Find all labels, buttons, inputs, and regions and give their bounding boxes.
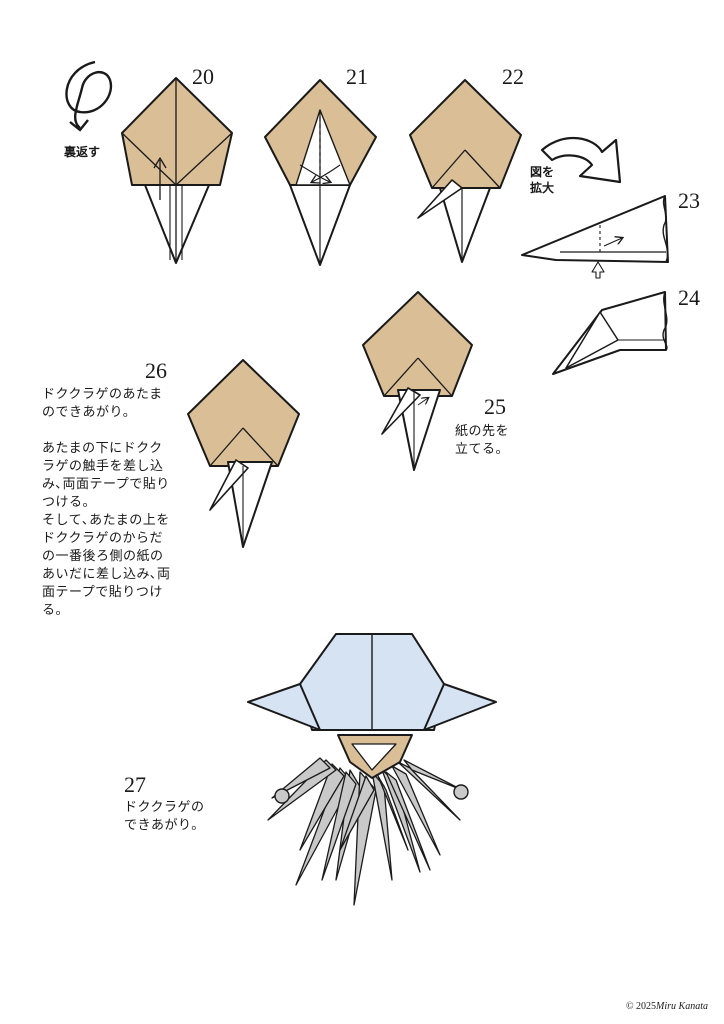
enlarge-label: 図を 拡大 [530, 165, 555, 195]
step-22-figure [409, 79, 522, 263]
step-number-22: 22 [502, 64, 524, 89]
step-26-instruction: ドククラゲのあたま のできあがり。 あたまの下にドクク ラゲの触手を差し込 み､… [42, 387, 171, 618]
step-20-figure [121, 77, 233, 264]
copyright: © 2025Miru Kanata [625, 1001, 708, 1012]
tentacles [267, 757, 463, 906]
step-number-27: 27 [124, 772, 146, 797]
step-25-figure [362, 291, 473, 471]
step-25-instruction: 紙の先を 立てる。 [455, 424, 510, 457]
turn-over-label: 裏返す [64, 145, 101, 159]
step-27-figure [247, 633, 497, 906]
step-number-25: 25 [484, 394, 506, 419]
enlarge-arrow-icon [540, 136, 622, 184]
step-24-figure [552, 291, 668, 375]
step-21-figure [264, 79, 377, 266]
step-27-instruction: ドククラゲの できあがり。 [124, 800, 205, 833]
step-26-figure [187, 359, 300, 548]
step-number-21: 21 [346, 64, 368, 89]
step-number-20: 20 [192, 64, 214, 89]
turn-over-arrow-icon [65, 60, 113, 132]
step-23-figure [521, 195, 669, 279]
step-number-23: 23 [678, 188, 700, 213]
step-number-26: 26 [145, 358, 167, 383]
step-number-24: 24 [678, 285, 700, 310]
